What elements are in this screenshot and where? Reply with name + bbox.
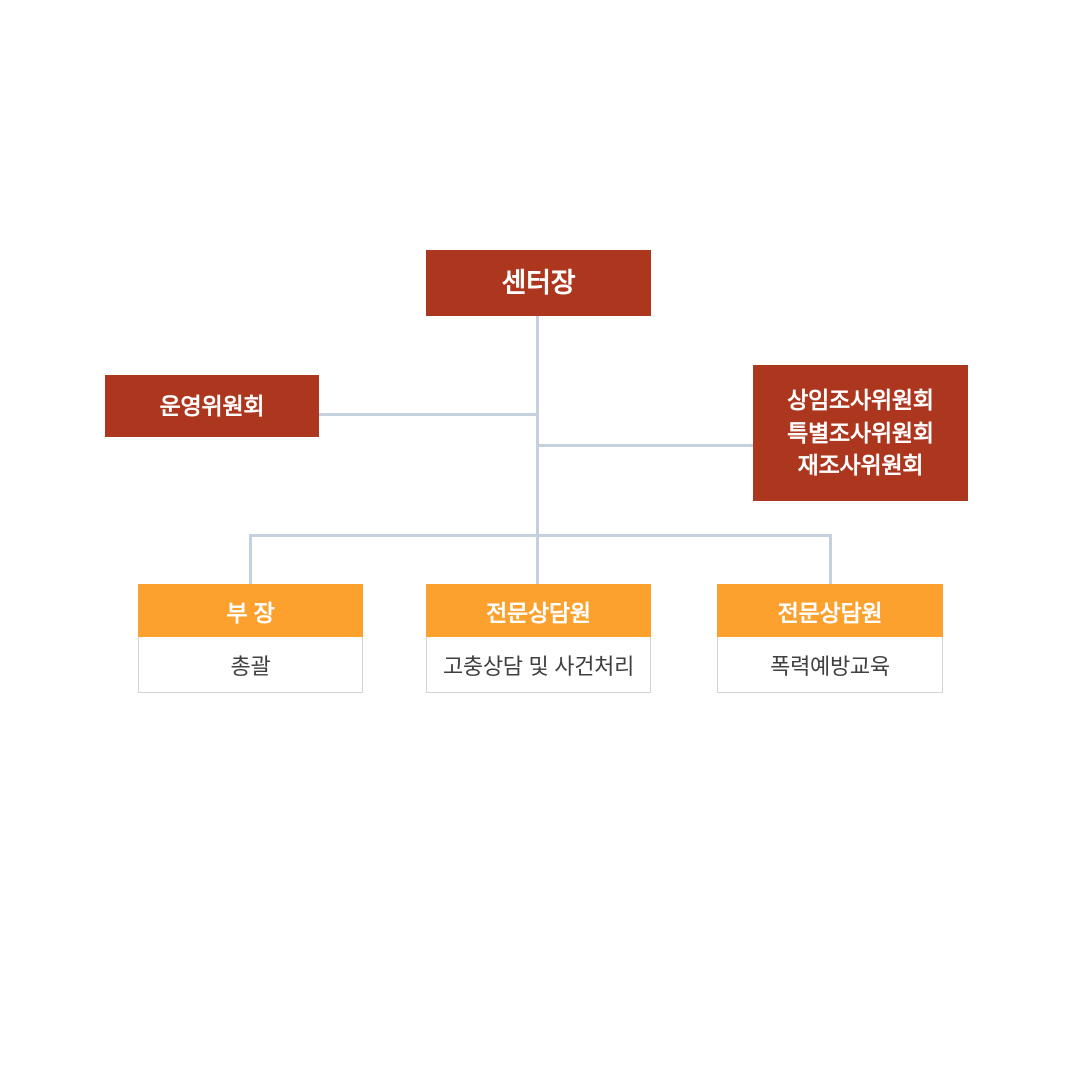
node-center-director-label: 센터장 <box>501 267 576 298</box>
committee-line-3: 재조사위원회 <box>797 452 924 479</box>
connector-drop-counselor-2 <box>829 534 832 586</box>
node-counselor-prevention[interactable]: 전문상담원 폭력예방교육 <box>717 584 943 693</box>
node-department-head-title: 부 장 <box>138 584 363 637</box>
connector-distribution-bar <box>249 534 832 537</box>
node-center-director[interactable]: 센터장 <box>426 250 651 316</box>
node-investigation-committees-label: 상임조사위원회 특별조사위원회 재조사위원회 <box>787 384 934 482</box>
node-counselor-grievance[interactable]: 전문상담원 고충상담 및 사건처리 <box>426 584 651 693</box>
committee-line-2: 특별조사위원회 <box>787 419 934 446</box>
connector-to-steering-committee <box>318 413 539 416</box>
connector-trunk-vertical <box>536 316 539 536</box>
connector-to-investigation-committees <box>536 444 755 447</box>
node-investigation-committees[interactable]: 상임조사위원회 특별조사위원회 재조사위원회 <box>753 365 968 501</box>
connector-drop-department <box>249 534 252 586</box>
committee-line-1: 상임조사위원회 <box>787 387 934 414</box>
node-department-head[interactable]: 부 장 총괄 <box>138 584 363 693</box>
node-department-head-duty: 총괄 <box>138 637 363 693</box>
node-counselor-grievance-title: 전문상담원 <box>426 584 651 637</box>
node-counselor-prevention-title: 전문상담원 <box>717 584 943 637</box>
node-counselor-prevention-duty: 폭력예방교육 <box>717 637 943 693</box>
node-counselor-grievance-duty: 고충상담 및 사건처리 <box>426 637 651 693</box>
node-steering-committee-label: 운영위원회 <box>159 392 265 419</box>
connector-drop-counselor-1 <box>536 534 539 586</box>
node-steering-committee[interactable]: 운영위원회 <box>105 375 319 437</box>
